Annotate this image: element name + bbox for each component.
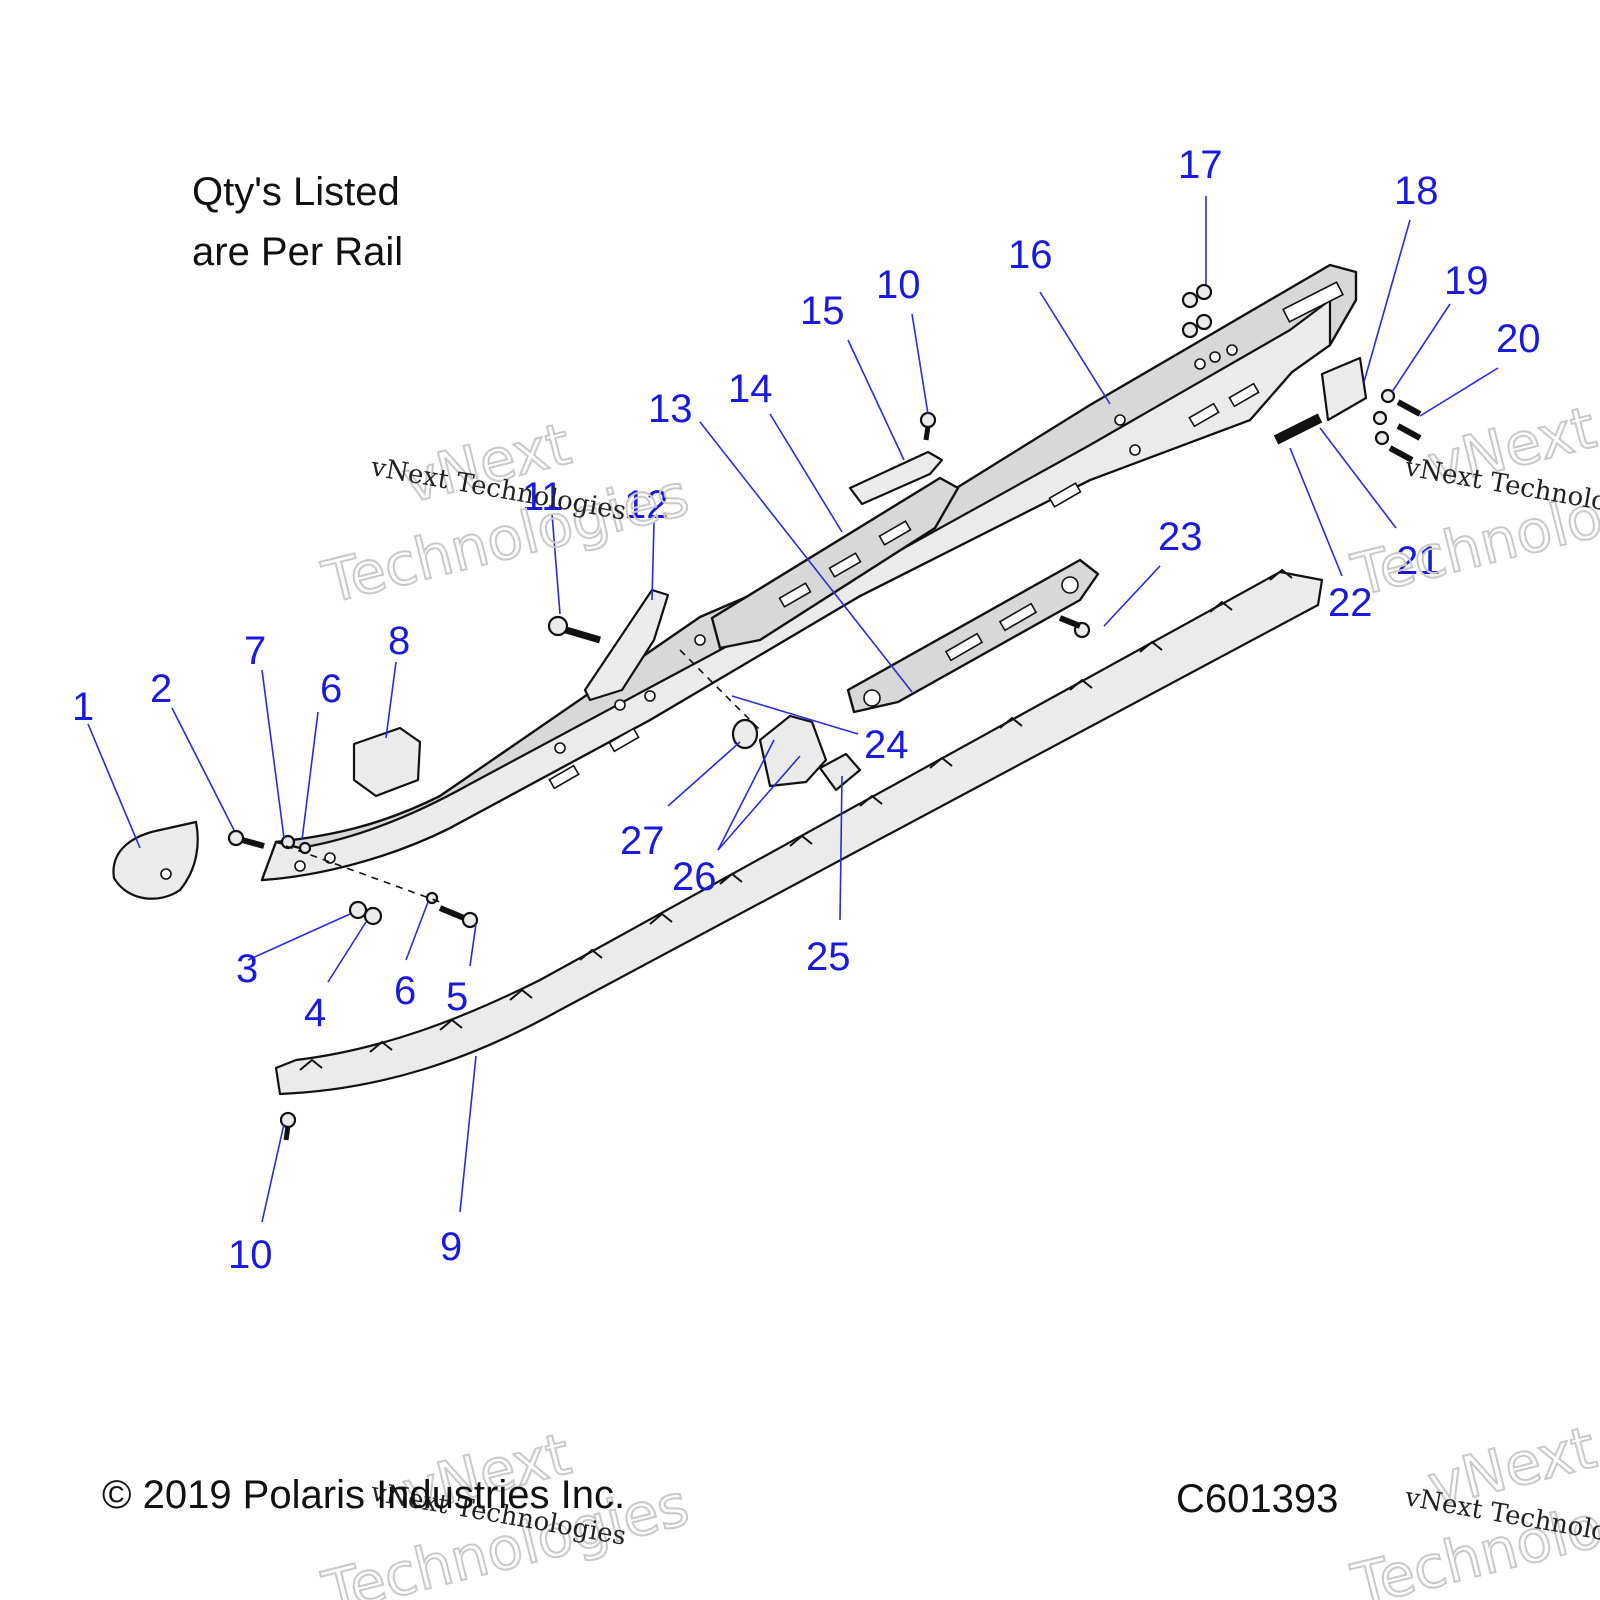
callout-14: 14 [728,367,773,411]
callout-18: 18 [1394,169,1439,213]
callout-25: 25 [806,935,851,979]
callout-13: 13 [648,387,693,431]
callout-21: 21 [1396,539,1441,583]
callout-9: 9 [440,1225,462,1269]
part-1-front-cap [112,820,199,900]
diagram-code: C601393 [1176,1477,1338,1521]
bolt-10-upper [919,411,937,441]
callout-4: 4 [304,991,326,1035]
callout-15: 15 [800,289,845,333]
hardware-3-4 [348,900,383,926]
rail-lower-slots [548,382,1260,790]
part-8-block [352,726,422,798]
rail-16-flange [260,298,1332,882]
bolt-5 [438,905,479,929]
washers-19 [1372,388,1396,446]
part-18-bracket [1320,356,1368,422]
callout-3: 3 [236,947,258,991]
rail-holes [294,344,1238,872]
callout-10-lower: 10 [228,1233,273,1277]
bolt-10-lower [279,1111,297,1141]
wear-strip-9 [274,570,1324,1096]
callout-7: 7 [244,629,266,673]
note-line-2: are Per Rail [192,230,404,274]
callout-8: 8 [388,619,410,663]
callout-17: 17 [1178,143,1223,187]
bolt-11 [547,615,601,644]
watermark-right: vNext Technologies vNext Technologies [1344,392,1600,610]
wear-strip-teeth [299,568,1293,1071]
bolt-2 [227,829,265,849]
part-15-bracket [848,450,944,506]
callout-22: 22 [1328,581,1373,625]
watermark-center: vNext Technologies vNext Technologies [315,409,696,618]
callout-12: 12 [624,483,669,527]
part-1-hole [160,868,172,880]
callout-27: 27 [620,819,665,863]
callout-16: 16 [1008,233,1053,277]
callout-20: 20 [1496,317,1541,361]
bolt-22 [1273,413,1323,445]
callout-6-upper: 6 [320,667,342,711]
bolts-20 [1388,399,1422,463]
callout-24: 24 [864,723,909,767]
callout-10-upper: 10 [876,263,921,307]
slide-bar-14 [710,476,960,650]
slide-bar-14-slots [778,520,912,608]
callout-23: 23 [1158,515,1203,559]
callout-19: 19 [1444,259,1489,303]
nuts-17 [1181,283,1213,339]
callout-26: 26 [672,855,717,899]
callout-11: 11 [522,475,564,519]
callouts: 1 2 3 4 5 6 6 7 8 9 10 10 11 12 13 14 15… [72,143,1541,1277]
callout-5: 5 [446,975,468,1019]
wheel-26-27 [731,714,862,792]
bolt-23 [1058,615,1091,639]
slide-bar-13-slots [863,576,1079,707]
watermark-bottom-right: vNext Technologies vNext Technologies [1344,1412,1600,1600]
assembly-line-front [285,845,441,903]
callout-6-lower: 6 [394,969,416,1013]
callout-2: 2 [150,667,172,711]
assembly-line-wheel [679,649,761,731]
rail-slot [1282,281,1344,323]
leader-lines [87,196,1499,1223]
note-line-1: Qty's Listed [192,170,400,214]
copyright: © 2019 Polaris Industries Inc. [102,1473,625,1517]
callout-1: 1 [72,685,94,729]
